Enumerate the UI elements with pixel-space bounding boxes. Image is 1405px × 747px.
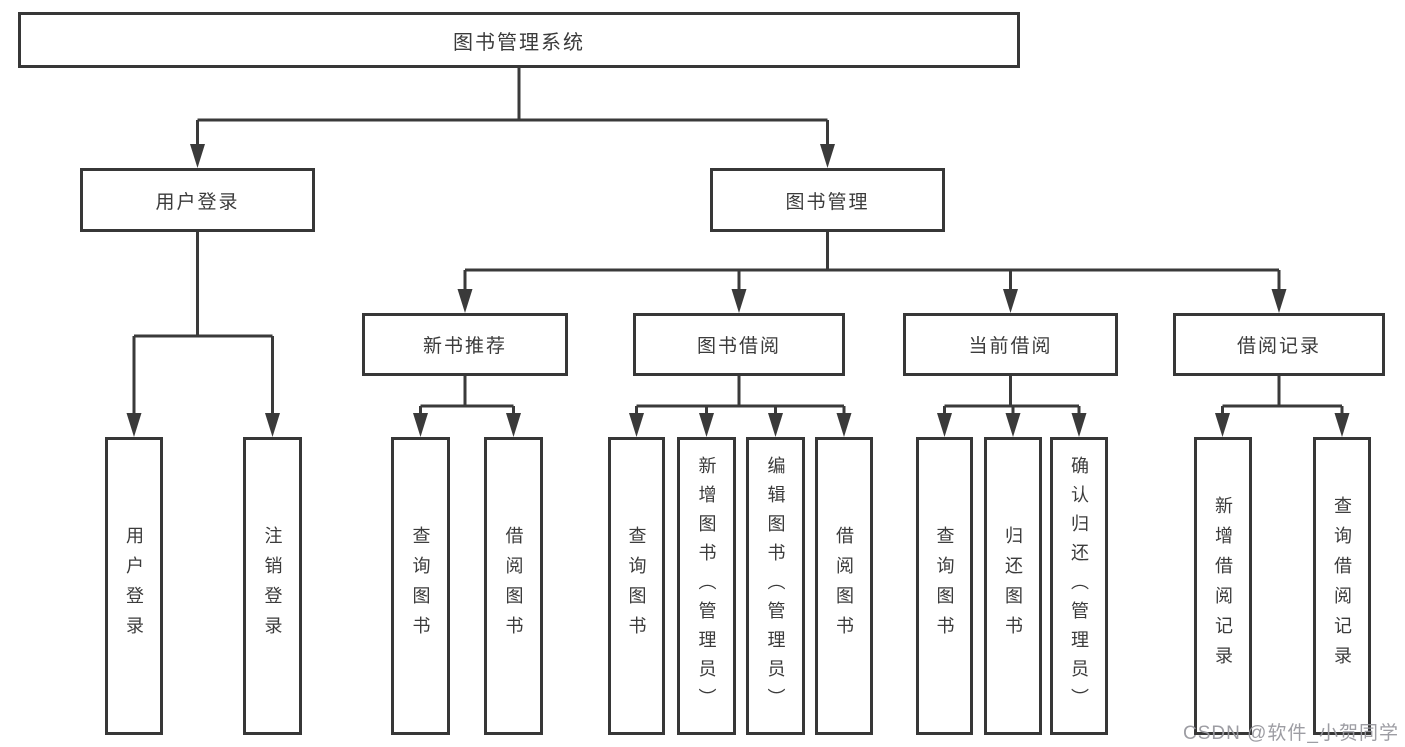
- node-label: 图书管理系统: [453, 31, 585, 54]
- node-label: 新增借阅记录: [1213, 496, 1233, 676]
- leaf-confirm-return-admin: 确认归还（管理员）: [1050, 437, 1108, 735]
- leaf-add-books-admin: 新增图书（管理员）: [677, 437, 736, 735]
- node-book-management: 图书管理: [710, 168, 945, 232]
- node-label: 借阅记录: [1236, 336, 1321, 357]
- leaf-query-books: 查询图书: [391, 437, 450, 735]
- csdn-watermark: CSDN @软件_小贺同学: [1183, 723, 1399, 744]
- leaf-query-books: 查询图书: [608, 437, 665, 735]
- leaf-query-books: 查询图书: [916, 437, 973, 735]
- node-label: 借阅图书: [834, 526, 854, 646]
- leaf-user-login: 用户登录: [105, 437, 163, 735]
- node-label: 查询图书: [626, 526, 647, 646]
- leaf-borrow-books: 借阅图书: [484, 437, 543, 735]
- node-label: 图书管理: [785, 191, 870, 213]
- node-label: 用户登录: [124, 526, 144, 646]
- node-label: 借阅图书: [503, 526, 524, 646]
- node-label: 新增图书（管理员）: [696, 455, 717, 717]
- node-current-borrowing: 当前借阅: [903, 313, 1118, 376]
- leaf-logout: 注销登录: [243, 437, 302, 735]
- node-label: 图书借阅: [696, 336, 781, 357]
- node-label: 用户登录: [155, 191, 240, 213]
- node-label: 查询借阅记录: [1332, 496, 1352, 676]
- node-label: 编辑图书（管理员）: [765, 455, 786, 717]
- node-label: 查询图书: [410, 526, 431, 646]
- leaf-edit-books-admin: 编辑图书（管理员）: [746, 437, 805, 735]
- node-library-management-system: 图书管理系统: [18, 12, 1020, 68]
- node-book-borrowing: 图书借阅: [633, 313, 845, 376]
- node-label: 查询图书: [934, 526, 955, 646]
- node-label: 确认归还（管理员）: [1069, 455, 1089, 717]
- leaf-borrow-books: 借阅图书: [815, 437, 873, 735]
- node-borrowing-records: 借阅记录: [1173, 313, 1385, 376]
- node-user-login: 用户登录: [80, 168, 315, 232]
- leaf-add-borrow-record: 新增借阅记录: [1194, 437, 1252, 735]
- node-label: 当前借阅: [968, 336, 1053, 357]
- node-label: 归还图书: [1003, 526, 1023, 646]
- node-label: 新书推荐: [422, 336, 507, 357]
- leaf-return-books: 归还图书: [984, 437, 1042, 735]
- node-new-book-recommendation: 新书推荐: [362, 313, 568, 376]
- node-label: 注销登录: [262, 526, 283, 646]
- leaf-query-borrow-record: 查询借阅记录: [1313, 437, 1371, 735]
